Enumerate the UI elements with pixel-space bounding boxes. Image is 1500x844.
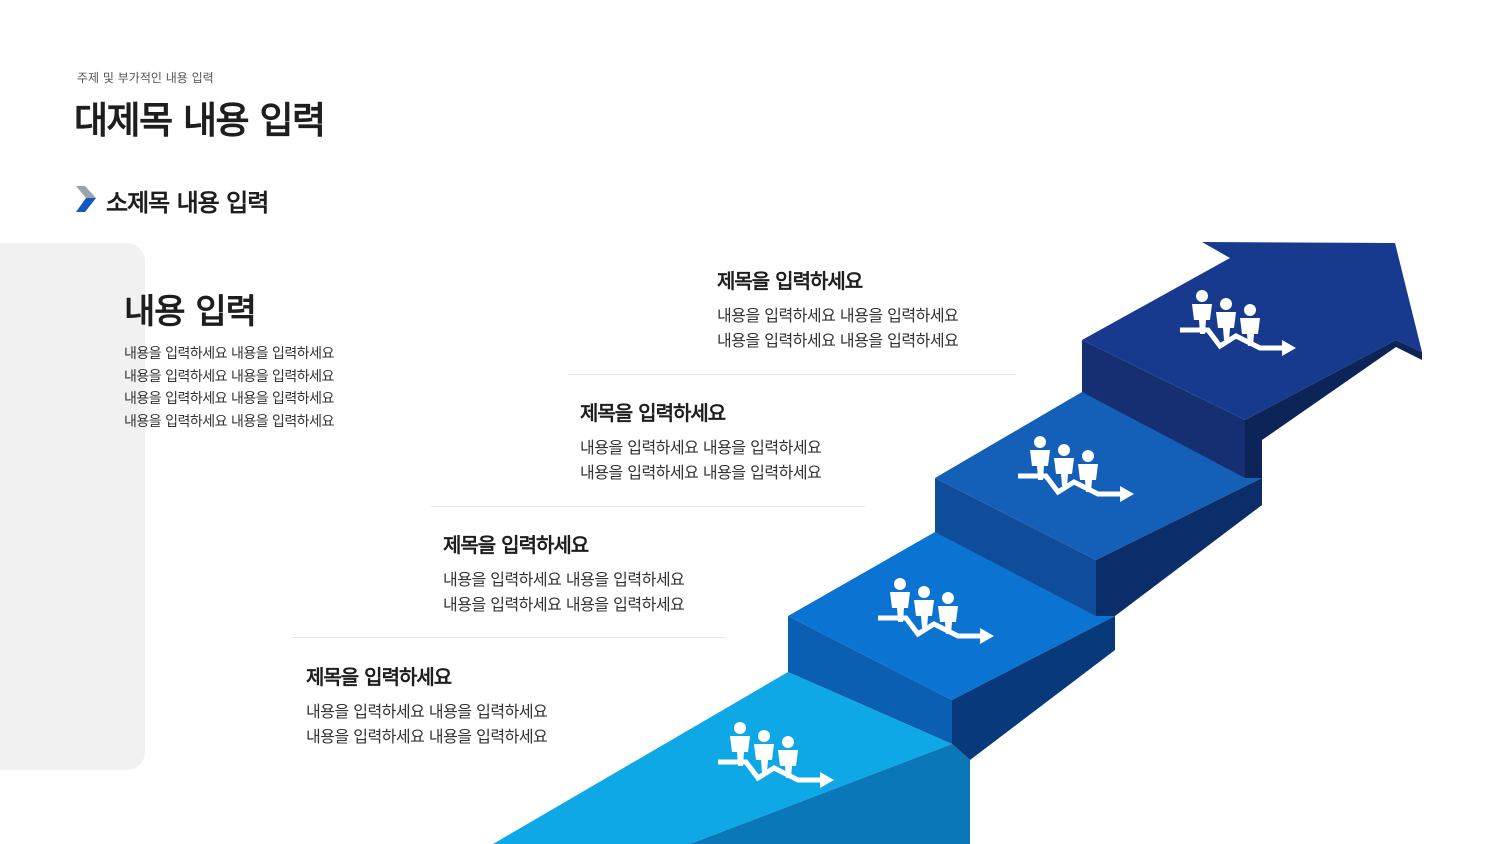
step-1-side (690, 744, 970, 844)
section-title: 소제목 내용 입력 (106, 189, 269, 217)
step-line: 내용을 입력하세요 내용을 입력하세요 (306, 702, 548, 721)
step-line: 내용을 입력하세요 내용을 입력하세요 (443, 570, 685, 589)
divider (292, 637, 725, 638)
step-line: 내용을 입력하세요 내용을 입력하세요 (717, 306, 959, 325)
step-line: 내용을 입력하세요 내용을 입력하세요 (443, 594, 685, 614)
step-1-title: 제목을 입력하세요 (306, 665, 452, 689)
step-line: 내용을 입력하세요 내용을 입력하세요 (306, 726, 548, 746)
step-1-body: 내용을 입력하세요 내용을 입력하세요 내용을 입력하세요 내용을 입력하세요 (306, 700, 548, 749)
step-1-top (493, 672, 952, 844)
step-line: 내용을 입력하세요 내용을 입력하세요 (580, 438, 822, 457)
step-3-body: 내용을 입력하세요 내용을 입력하세요 내용을 입력하세요 내용을 입력하세요 (580, 436, 822, 485)
panel-heading: 내용 입력 (124, 292, 257, 332)
panel-line: 내용을 입력하세요 내용을 입력하세요 (124, 346, 334, 362)
step-2-riser (788, 616, 952, 744)
step-4-body: 내용을 입력하세요 내용을 입력하세요 내용을 입력하세요 내용을 입력하세요 (717, 304, 959, 353)
panel-line: 내용을 입력하세요 내용을 입력하세요 (124, 413, 334, 430)
step-4-riser (1082, 340, 1245, 478)
side-panel (0, 243, 145, 770)
step-3-top (935, 392, 1262, 560)
divider (568, 374, 1016, 375)
step-2-side (952, 616, 1115, 760)
chevron-right-icon (76, 186, 96, 212)
panel-body: 내용을 입력하세요 내용을 입력하세요 내용을 입력하세요 내용을 입력하세요 … (124, 343, 334, 433)
arrow-head-side (1396, 340, 1422, 360)
step-2-title: 제목을 입력하세요 (443, 533, 589, 557)
step-3-riser (935, 478, 1096, 616)
step-line: 내용을 입력하세요 내용을 입력하세요 (717, 330, 959, 350)
panel-line: 내용을 입력하세요 내용을 입력하세요 (124, 368, 334, 385)
divider (431, 506, 865, 507)
step-4-title: 제목을 입력하세요 (717, 269, 863, 293)
step-line: 내용을 입력하세요 내용을 입력하세요 (580, 462, 822, 482)
panel-line: 내용을 입력하세요 내용을 입력하세요 (124, 391, 334, 407)
step-3-title: 제목을 입력하세요 (580, 401, 726, 425)
page-title: 대제목 내용 입력 (74, 99, 326, 142)
subtitle-top: 주제 및 부가적인 내용 입력 (77, 71, 214, 85)
step-4-side (1245, 340, 1396, 478)
step-3-side (1096, 478, 1262, 616)
step-2-body: 내용을 입력하세요 내용을 입력하세요 내용을 입력하세요 내용을 입력하세요 (443, 568, 685, 617)
